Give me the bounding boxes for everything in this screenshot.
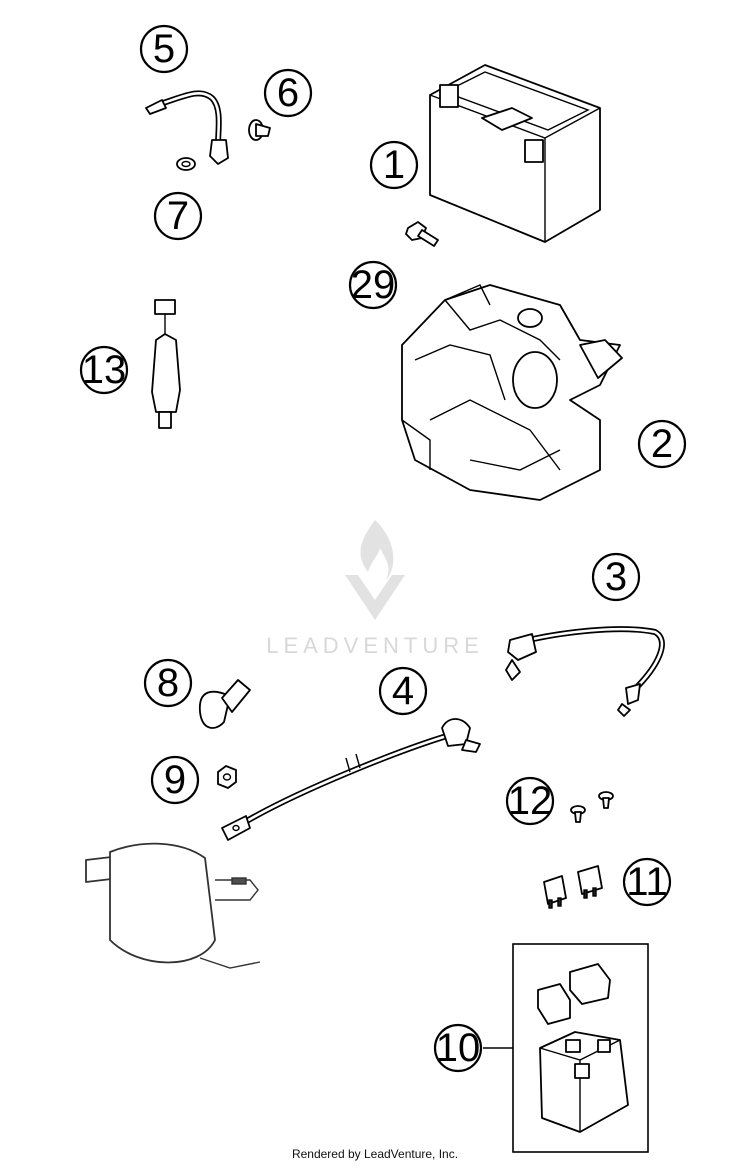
callout-13-label: 13 [82,348,127,392]
callout-10-label: 10 [436,1026,481,1070]
callout-10: 10 [433,1023,483,1073]
callout-5: 5 [139,24,189,74]
fuse-holder [151,299,181,429]
callout-4-label: 4 [392,669,414,713]
callout-11: 11 [622,857,672,907]
callout-1-label: 1 [383,143,405,187]
battery [429,64,601,243]
callout-13: 13 [79,345,129,395]
positive-cable [505,626,665,717]
callout-9-label: 9 [164,758,186,802]
nut [217,765,237,789]
callout-6-label: 6 [277,71,299,115]
starter-motor [85,842,261,969]
callout-6: 6 [263,68,313,118]
ground-wire [145,90,229,165]
watermark-text: LEADVENTURE [266,633,484,658]
screw [248,119,271,141]
washer [176,157,196,171]
callout-3: 3 [591,552,641,602]
battery-box [401,284,623,501]
callout-11-label: 11 [626,860,668,904]
callout-2: 2 [637,419,687,469]
callout-5-label: 5 [153,27,175,71]
callout-29-label: 29 [351,263,396,307]
starter-relay-assembly [512,943,649,1153]
callout-3-label: 3 [605,555,627,599]
leadventure-logo-icon [345,520,405,620]
rubber-cap [199,679,251,729]
callout-7-label: 7 [167,194,189,238]
callout-12-label: 12 [508,779,553,823]
callout-12: 12 [505,776,555,826]
footer-credit: Rendered by LeadVenture, Inc. [291,1147,459,1161]
callout-8: 8 [143,658,193,708]
callout-1: 1 [369,140,419,190]
callout-7: 7 [153,191,203,241]
callout-2-label: 2 [651,422,673,466]
callout-9: 9 [150,755,200,805]
callout-29: 29 [348,260,398,310]
callout-4: 4 [378,666,428,716]
callout-8-label: 8 [157,661,179,705]
leadventure-watermark: LEADVENTURE [266,520,484,658]
bolt [405,221,439,247]
fuses [543,865,603,909]
negative-cable [221,718,481,841]
small-screws [570,791,614,823]
